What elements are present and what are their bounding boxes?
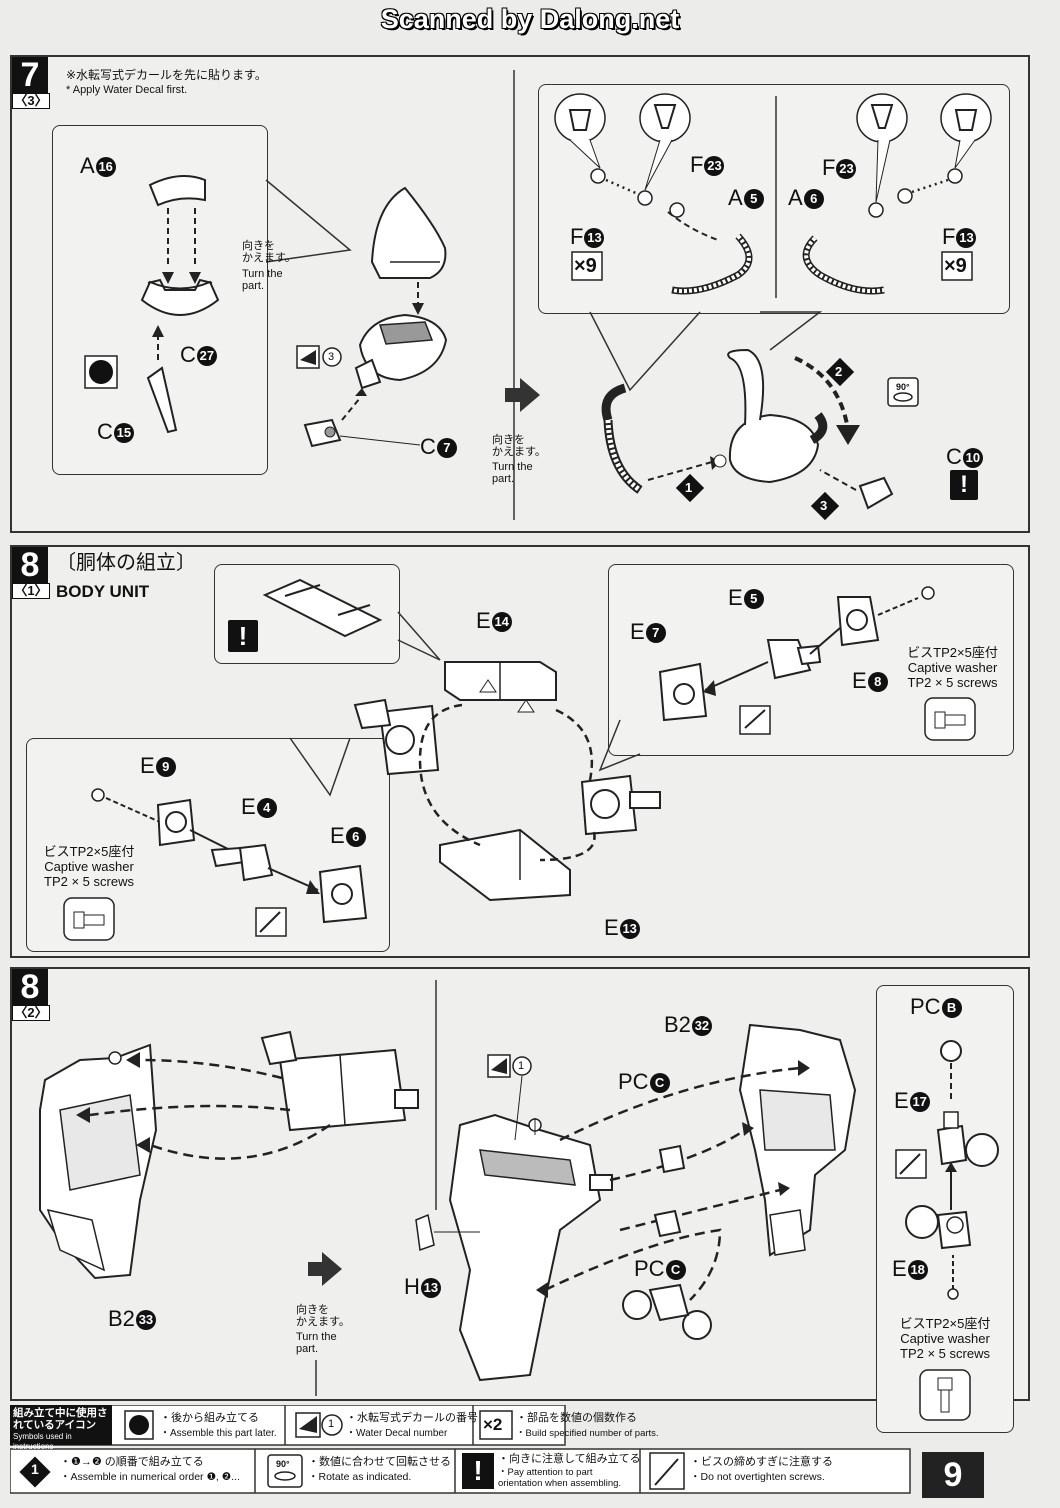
screw-note-pc: ビスTP2×5座付 Captive washer TP2 × 5 screws bbox=[880, 1316, 1010, 1361]
count-x9-right: ×9 bbox=[944, 255, 967, 277]
order-marker-1: 1 bbox=[685, 480, 693, 495]
legend-screw-jp: ・ビスの締めすぎに注意する bbox=[690, 1456, 833, 1468]
legend-order-num: 1 bbox=[31, 1461, 39, 1477]
rotate-90-label: 90° bbox=[896, 382, 910, 392]
orientation-attention-icon: ! bbox=[228, 620, 258, 652]
step7-tubes-box bbox=[538, 84, 1010, 314]
legend-later-en: ・Assemble this part later. bbox=[160, 1428, 277, 1439]
step8-2-number: 8 bbox=[12, 969, 48, 1005]
legend-order-jp: ・❶→❷ の順番で組み立てる bbox=[60, 1456, 204, 1468]
step7-note-en: * Apply Water Decal first. bbox=[66, 84, 188, 96]
legend-screw-en: ・Do not overtighten screws. bbox=[690, 1471, 825, 1483]
step7-turn-en-2: Turn the part. bbox=[492, 461, 533, 485]
screw-note-right-en2: TP2 × 5 screws bbox=[907, 675, 998, 690]
legend-frame bbox=[10, 1405, 911, 1494]
step8-1-title-jp: 〔胴体の組立〕 bbox=[56, 552, 196, 574]
legend-orient-jp: ・向きに注意して組み立てる bbox=[498, 1453, 641, 1465]
legend-rotate-icon: 90° bbox=[276, 1459, 290, 1469]
step8-1-number: 8 bbox=[12, 547, 48, 583]
count-x9-left: ×9 bbox=[574, 255, 597, 277]
legend-heading-jp: 組み立て中に使用されているアイコン bbox=[13, 1407, 108, 1431]
step8-1-sub: 〈1〉 bbox=[12, 583, 50, 599]
step8-2-turn-en: Turn the part. bbox=[296, 1331, 337, 1355]
screw-note-left-en1: Captive washer bbox=[44, 859, 134, 874]
order-marker-2: 2 bbox=[835, 364, 843, 379]
screw-note-right-jp: ビスTP2×5座付 bbox=[907, 645, 998, 660]
symbol-legend: 組み立て中に使用されているアイコン Symbols used in instru… bbox=[10, 1405, 1052, 1498]
step7-number: 7 bbox=[12, 57, 48, 93]
legend-heading-en: Symbols used in instructions bbox=[13, 1432, 72, 1451]
legend-later-jp: ・後から組み立てる bbox=[160, 1412, 259, 1424]
legend-count-en: ・Build specified number of parts. bbox=[516, 1428, 659, 1439]
screw-note-pc-en1: Captive washer bbox=[900, 1331, 990, 1346]
legend-rotate-jp: ・数値に合わせて回転させる bbox=[308, 1456, 451, 1468]
decal-number-1: 1 bbox=[518, 1060, 525, 1072]
screw-note-left-jp: ビスTP2×5座付 bbox=[43, 844, 135, 859]
legend-decal-jp: ・水転写式デカールの番号 bbox=[346, 1412, 478, 1424]
legend-orient-icon: ! bbox=[473, 1455, 483, 1486]
step8-1-title-en: BODY UNIT bbox=[56, 582, 150, 601]
step7-turn-en-1: Turn the part. bbox=[242, 268, 283, 292]
legend-orient-en: ・Pay attention to part orientation when … bbox=[498, 1467, 622, 1489]
step7-note-jp: ※水転写式デカールを先に貼ります。 bbox=[66, 68, 267, 82]
screw-note-pc-en2: TP2 × 5 screws bbox=[900, 1346, 990, 1361]
step8-2-turn-jp: 向きを かえます。 bbox=[296, 1304, 350, 1328]
attention-icon: ! bbox=[950, 470, 978, 500]
screw-note-left-en2: TP2 × 5 screws bbox=[44, 874, 134, 889]
legend-count-jp: ・部品を数値の個数作る bbox=[516, 1412, 637, 1424]
screw-note-left: ビスTP2×5座付 Captive washer TP2 × 5 screws bbox=[28, 844, 150, 889]
legend-decal-en: ・Water Decal number bbox=[346, 1428, 448, 1439]
legend-count-icon: ×2 bbox=[483, 1415, 503, 1434]
page-number: 9 bbox=[922, 1452, 984, 1498]
screw-note-right: ビスTP2×5座付 Captive washer TP2 × 5 screws bbox=[895, 645, 1010, 690]
legend-order-en: ・Assemble in numerical order ❶, ❷... bbox=[60, 1471, 240, 1483]
step8-2-sub: 〈2〉 bbox=[12, 1005, 50, 1021]
order-marker-3: 3 bbox=[820, 498, 828, 513]
decal-number-3: 3 bbox=[328, 351, 335, 363]
legend-decal-num: 1 bbox=[328, 1418, 335, 1430]
watermark: Scanned by Dalong.net bbox=[380, 4, 680, 34]
step7-turn-jp-1: 向きを かえます。 bbox=[242, 240, 296, 264]
screw-note-pc-jp: ビスTP2×5座付 bbox=[899, 1316, 991, 1331]
screw-note-right-en1: Captive washer bbox=[907, 660, 998, 675]
step7-turn-jp-2: 向きを かえます。 bbox=[492, 434, 546, 458]
step7-sub: 〈3〉 bbox=[12, 93, 50, 109]
legend-rotate-en: ・Rotate as indicated. bbox=[308, 1471, 412, 1483]
